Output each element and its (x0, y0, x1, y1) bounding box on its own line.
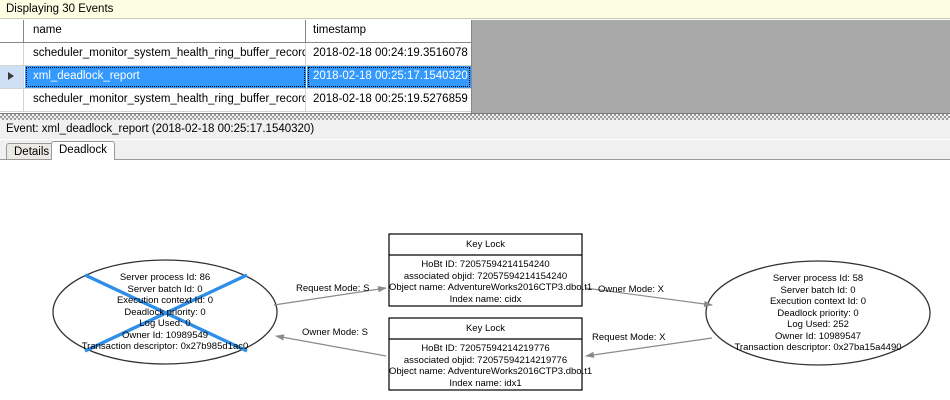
events-grid-content[interactable]: name timestamp scheduler_monitor_system_… (0, 20, 472, 113)
events-grid-header[interactable]: name timestamp (0, 20, 471, 43)
event-detail-title: Event: xml_deadlock_report (2018-02-18 0… (6, 123, 315, 135)
events-banner-label: Displaying 30 Events (6, 3, 114, 15)
cell-timestamp[interactable]: 2018-02-18 00:25:17.1540320 (307, 66, 471, 88)
resource-top-line-1: associated objid: 72057594214154240 (403, 270, 568, 282)
victim-line-5: Owner Id: 10989549 (121, 329, 209, 341)
edge-right-owner (584, 287, 713, 308)
surviving-line-5: Owner Id: 10989547 (774, 330, 862, 342)
header-selector-cell (0, 20, 24, 42)
event-detail-header: Event: xml_deadlock_report (2018-02-18 0… (0, 120, 950, 139)
resource-node-top (388, 233, 583, 307)
column-header-timestamp[interactable]: timestamp (313, 24, 367, 36)
resource-node-bottom (388, 317, 583, 391)
column-header-name[interactable]: name (25, 20, 306, 42)
row-selector-cell[interactable] (0, 89, 24, 111)
row-selector-cell[interactable] (0, 43, 24, 65)
surviving-process-text: Server process Id: 58 Server batch Id: 0… (708, 273, 928, 354)
edge-left-request (273, 286, 387, 306)
edge-right-request (585, 337, 713, 358)
victim-cross-icon (84, 273, 248, 353)
edge-label-left-owner: Owner Mode: S (302, 327, 368, 338)
cell-name[interactable]: xml_deadlock_report (25, 66, 306, 88)
surviving-line-1: Server batch Id: 0 (780, 284, 856, 296)
resource-top-line-3: Index name: cidx (449, 293, 522, 305)
edge-left-owner (275, 334, 387, 357)
table-row[interactable]: scheduler_monitor_system_health_ring_buf… (0, 43, 471, 66)
resource-bottom-text: HoBt ID: 72057594214219776 associated ob… (389, 343, 593, 389)
resource-bottom-line-1: associated objid: 72057594214219776 (403, 354, 568, 366)
tab-deadlock[interactable]: Deadlock (51, 141, 115, 160)
resource-bottom-line-3: Index name: idx1 (449, 377, 522, 389)
victim-line-4: Log Used: 0 (139, 318, 191, 329)
surviving-line-2: Execution context Id: 0 (769, 296, 867, 307)
table-row-selected[interactable]: xml_deadlock_report 2018-02-18 00:25:17.… (0, 66, 471, 89)
victim-line-0: Server process Id: 86 (119, 272, 211, 283)
deadlock-graph-canvas[interactable]: Server process Id: 86 Server batch Id: 0… (0, 159, 950, 400)
resource-bottom-line-2: Object name: AdventureWorks2016CTP3.dbo.… (389, 366, 593, 377)
surviving-line-0: Server process Id: 58 (772, 273, 864, 284)
resource-top-line-0: HoBt ID: 72057594214154240 (421, 259, 550, 270)
tab-details[interactable]: Details (6, 143, 58, 160)
resource-top-line-2: Object name: AdventureWorks2016CTP3.dbo.… (389, 282, 593, 293)
row-selector-cell[interactable] (0, 66, 24, 88)
edge-label-right-owner: Owner Mode: X (598, 284, 664, 295)
edge-label-left-request: Request Mode: S (296, 283, 370, 294)
resource-bottom-line-0: HoBt ID: 72057594214219776 (421, 343, 550, 354)
victim-process-text: Server process Id: 86 Server batch Id: 0… (55, 272, 275, 353)
victim-line-3: Deadlock priority: 0 (124, 306, 206, 318)
victim-line-6: Transaction descriptor: 0x27b985d1ac0 (81, 341, 249, 352)
deadlock-graph-svg (52, 233, 931, 391)
cell-name[interactable]: scheduler_monitor_system_health_ring_buf… (25, 43, 306, 65)
cell-timestamp[interactable]: 2018-02-18 00:25:19.5276859 (313, 93, 468, 105)
events-banner: Displaying 30 Events (0, 0, 950, 19)
tab-strip: Details Deadlock (0, 140, 950, 160)
cell-timestamp[interactable]: 2018-02-18 00:24:19.3516078 (313, 47, 468, 59)
cell-name[interactable]: scheduler_monitor_system_health_ring_buf… (25, 89, 306, 111)
surviving-process-ellipse (705, 260, 931, 366)
resource-top-text: HoBt ID: 72057594214154240 associated ob… (389, 259, 593, 305)
horizontal-splitter[interactable] (0, 113, 950, 120)
events-grid[interactable]: name timestamp scheduler_monitor_system_… (0, 20, 950, 113)
victim-line-2: Execution context Id: 0 (116, 295, 214, 306)
row-pointer-icon (8, 72, 14, 80)
victim-line-1: Server batch Id: 0 (127, 283, 203, 295)
surviving-line-6: Transaction descriptor: 0x27ba15a4490 (734, 342, 902, 353)
resource-top-title: Key Lock (465, 239, 506, 250)
surviving-line-3: Deadlock priority: 0 (777, 307, 859, 319)
resource-bottom-title: Key Lock (465, 323, 506, 334)
table-row[interactable]: scheduler_monitor_system_health_ring_buf… (0, 89, 471, 112)
edge-label-right-request: Request Mode: X (592, 332, 666, 343)
surviving-line-4: Log Used: 252 (787, 319, 849, 330)
